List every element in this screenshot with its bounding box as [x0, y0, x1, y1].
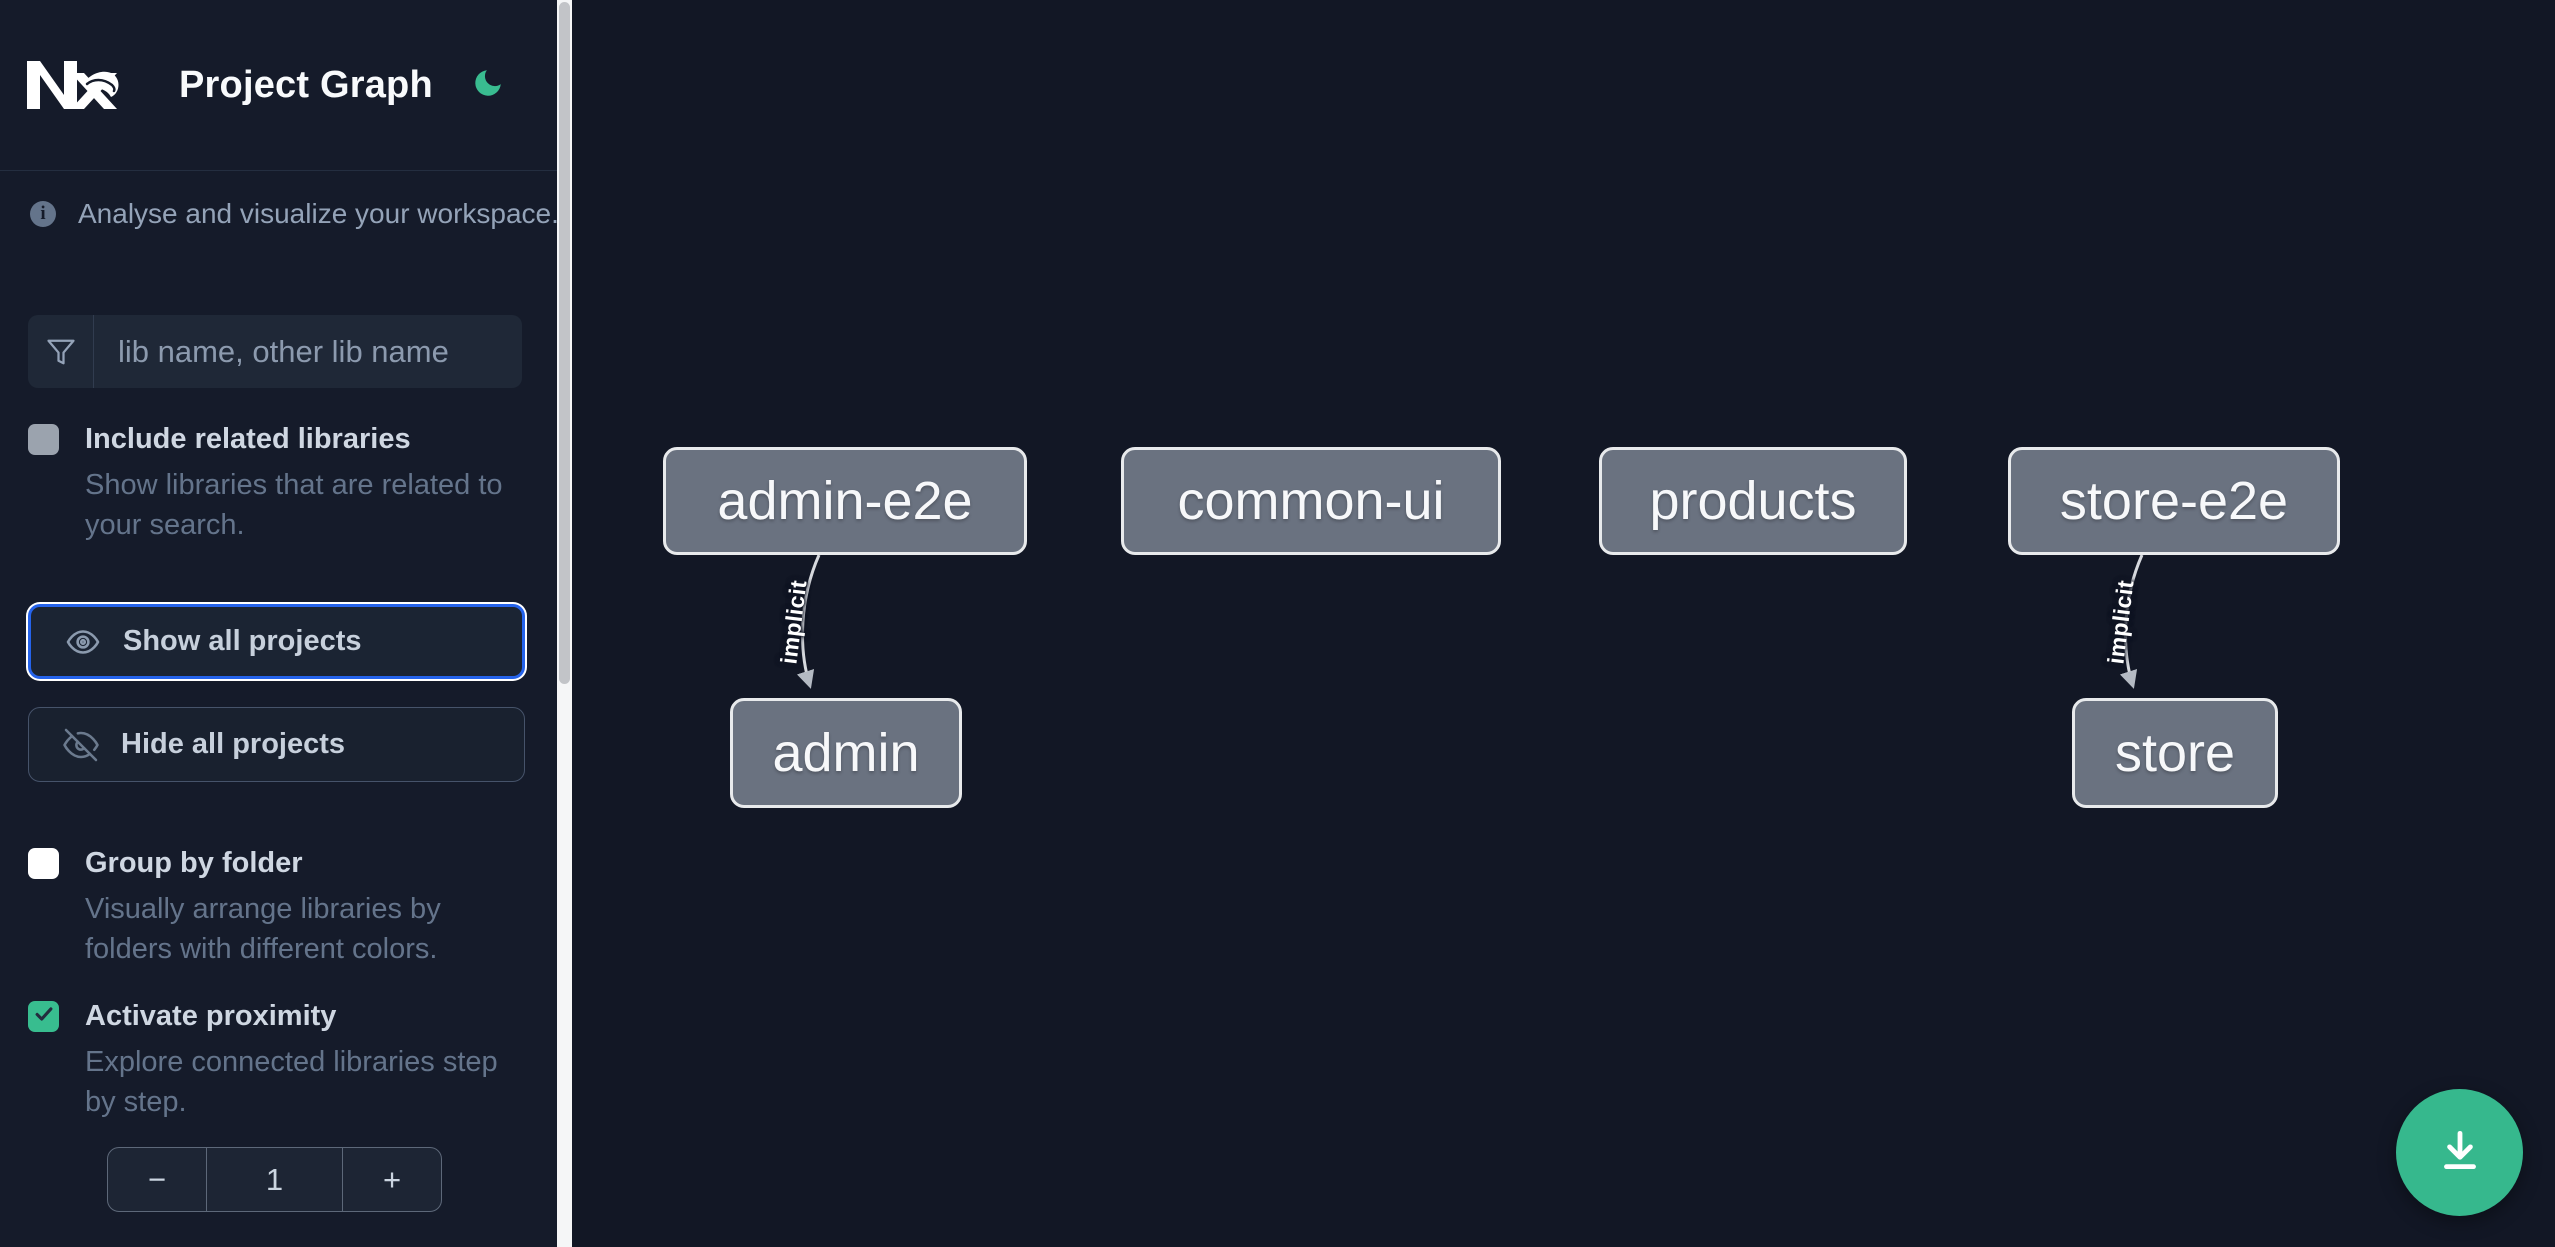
hide-all-projects-button[interactable]: Hide all projects [28, 707, 525, 782]
decrement-button[interactable]: − [147, 1161, 167, 1197]
toggle-description: Show libraries that are related to your … [85, 469, 503, 541]
toggle-description: Visually arrange libraries by folders wi… [85, 893, 441, 965]
moon-icon [471, 66, 505, 105]
group-by-folder-checkbox[interactable] [28, 848, 59, 879]
increment-button[interactable]: + [382, 1161, 402, 1197]
edge-store-e2e-to-store [2119, 554, 2144, 689]
sidebar-header: Project Graph [0, 0, 557, 171]
graph-node-admin[interactable]: admin [730, 698, 962, 808]
graph-node-common-ui[interactable]: common-ui [1121, 447, 1501, 555]
show-all-projects-button[interactable]: Show all projects [28, 604, 525, 679]
graph-edges [796, 554, 2144, 689]
sidebar: Project Graph i Analyse and visualize yo… [0, 0, 559, 1247]
filter-box [28, 315, 522, 388]
include-related-libraries-checkbox[interactable] [28, 424, 59, 455]
toggle-label: Activate proximity [85, 1000, 337, 1032]
toggle-label: Include related libraries [85, 423, 411, 455]
toggle-description: Explore connected libraries step by step… [85, 1046, 498, 1118]
proximity-depth-stepper: − 1 + [107, 1147, 442, 1212]
theme-toggle-button[interactable] [471, 66, 505, 105]
graph-node-store-e2e[interactable]: store-e2e [2008, 447, 2340, 555]
show-all-projects-label: Show all projects [123, 625, 362, 657]
sidebar-scrollbar-track [557, 0, 572, 1247]
page-title: Project Graph [179, 63, 433, 106]
export-image-button[interactable] [2396, 1089, 2523, 1216]
toggle-group-by-folder: Group by folder Visually arrange librari… [28, 845, 514, 969]
activate-proximity-checkbox[interactable] [28, 1001, 59, 1032]
hide-all-projects-label: Hide all projects [121, 728, 346, 760]
toggle-activate-proximity: Activate proximity Explore connected lib… [28, 998, 514, 1122]
project-graph-canvas[interactable]: implicit implicit admin-e2e common-ui pr… [572, 0, 2555, 1247]
workspace-info: i Analyse and visualize your workspace. [30, 198, 559, 230]
download-icon [2435, 1125, 2485, 1180]
graph-node-store[interactable]: store [2072, 698, 2278, 808]
eye-off-icon [63, 727, 99, 763]
checkmark-icon [33, 1003, 55, 1030]
funnel-icon [28, 315, 94, 388]
info-text: Analyse and visualize your workspace. [78, 198, 559, 229]
proximity-depth-value: 1 [206, 1148, 343, 1211]
nx-logo [25, 59, 119, 111]
sidebar-scrollbar-thumb[interactable] [559, 2, 570, 684]
toggle-include-related-libraries: Include related libraries Show libraries… [28, 421, 514, 545]
graph-node-products[interactable]: products [1599, 447, 1907, 555]
info-icon: i [30, 201, 56, 227]
eye-icon [65, 624, 101, 660]
filter-input[interactable] [94, 315, 522, 388]
edge-admin-e2e-to-admin [796, 554, 821, 689]
graph-node-admin-e2e[interactable]: admin-e2e [663, 447, 1027, 555]
toggle-label: Group by folder [85, 847, 303, 879]
